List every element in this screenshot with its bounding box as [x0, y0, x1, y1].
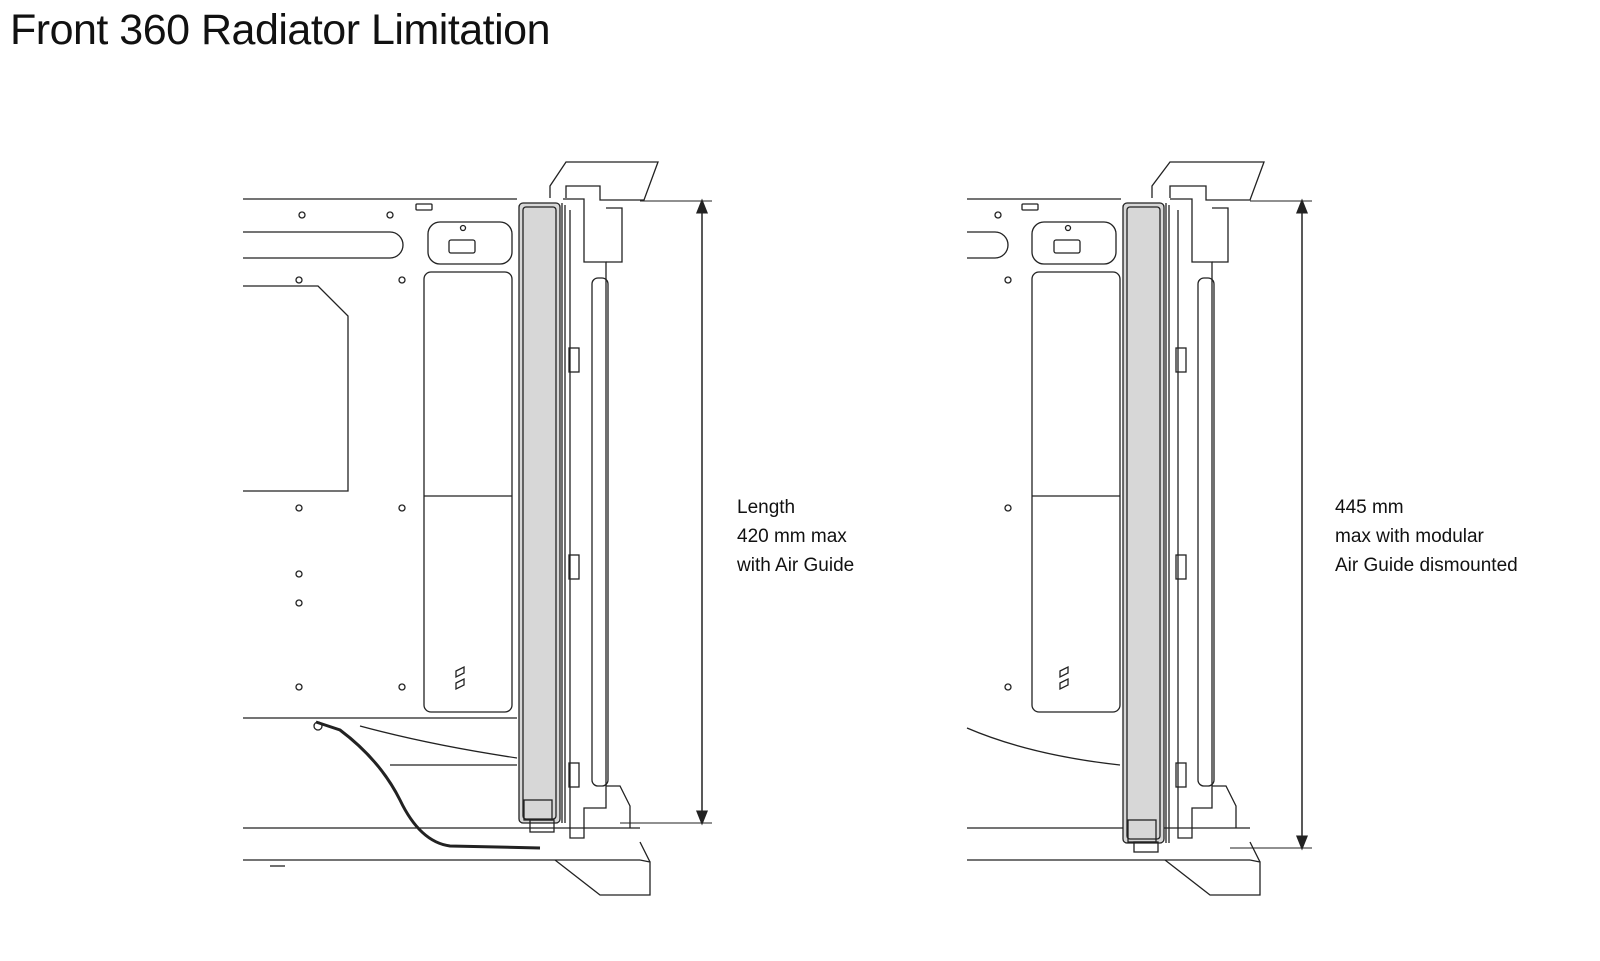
label-line: 445 mm: [1335, 497, 1404, 518]
dimension-label-with-air-guide: Length 420 mm max with Air Guide: [737, 493, 854, 580]
label-line: max with modular: [1335, 526, 1484, 547]
dimension-label-air-guide-dismounted: 445 mm max with modular Air Guide dismou…: [1335, 493, 1518, 580]
page-title: Front 360 Radiator Limitation: [10, 6, 551, 54]
case-section-with-air-guide: [243, 161, 712, 896]
label-line: Air Guide dismounted: [1335, 555, 1518, 576]
label-line: with Air Guide: [737, 555, 855, 576]
label-line: Length: [737, 497, 796, 518]
label-line: 420 mm max: [737, 526, 847, 547]
case-section-air-guide-dismounted: [966, 161, 1312, 896]
